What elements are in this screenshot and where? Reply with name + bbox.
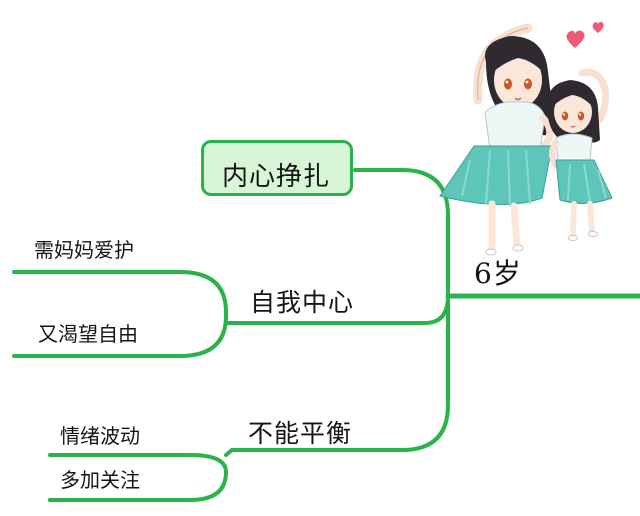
two-girls-illustration <box>439 21 613 256</box>
branch-label-neixin: 内心挣扎 <box>222 162 331 192</box>
branch-label-buneng: 不能平衡 <box>248 419 353 448</box>
child-line-buneng <box>48 453 228 502</box>
heart-icon <box>592 21 604 33</box>
child-stub-buneng <box>224 448 234 457</box>
small-girl-figure <box>547 68 613 242</box>
big-girl-figure <box>439 23 555 256</box>
child-label-buneng-1: 情绪波动 <box>60 424 140 448</box>
child-label-buneng-2: 多加关注 <box>60 468 140 492</box>
branch-spine-line <box>400 168 450 452</box>
branch-line-ziwo <box>230 294 450 325</box>
branch-label-ziwo: 自我中心 <box>250 288 355 317</box>
root-label: 6岁 <box>474 257 522 290</box>
child-label-ziwo-1: 需妈妈爱护 <box>34 238 134 262</box>
child-label-ziwo-2: 又渴望自由 <box>38 322 138 346</box>
child-line-ziwo <box>12 270 228 358</box>
branch-node-box-neixin: 内心挣扎 <box>201 140 353 196</box>
heart-icon <box>566 30 585 48</box>
connector-lines <box>12 168 640 502</box>
